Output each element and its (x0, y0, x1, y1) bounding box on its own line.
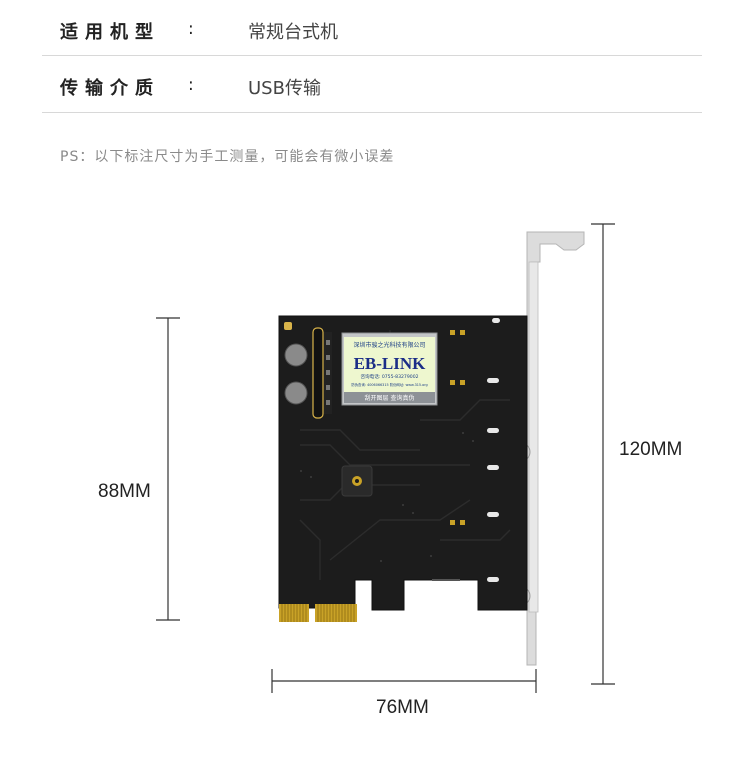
gold-fingers (279, 604, 357, 622)
measurement-note: PS：以下标注尺寸为手工测量，可能会有微小误差 (60, 149, 395, 165)
sticker-brand: EB-LINK (354, 354, 427, 373)
sticker-company: 深圳市骏之光科技有限公司 (353, 341, 425, 349)
spec-colon: : (188, 19, 194, 39)
pcb-board (278, 315, 528, 611)
dimension-height-bracket: 120MM (619, 439, 683, 460)
sticker-phone: 咨询电话: 0755-83279002 (360, 373, 418, 380)
divider (42, 55, 702, 56)
spec-key: 适用机型 (60, 22, 160, 43)
dimension-lines (156, 223, 615, 693)
dimension-width-card: 76MM (376, 697, 429, 718)
sticker-footer: 刮开图层 查询真伪 (365, 394, 415, 402)
spec-value: USB传输 (248, 78, 321, 99)
spec-value: 常规台式机 (248, 22, 338, 43)
spec-row-medium: 传输介质 : USB传输 (42, 58, 702, 114)
sticker-web: 防伪查询: 4006066315 防伪网址: www.315.org (351, 382, 427, 387)
brand-sticker: 深圳市骏之光科技有限公司 EB-LINK 咨询电话: 0755-83279002… (341, 332, 438, 406)
divider (42, 112, 702, 113)
spec-key: 传输介质 (60, 78, 160, 99)
spec-row-model: 适用机型 : 常规台式机 (42, 2, 702, 58)
spec-colon: : (188, 75, 194, 95)
dimension-height-card: 88MM (98, 481, 151, 502)
